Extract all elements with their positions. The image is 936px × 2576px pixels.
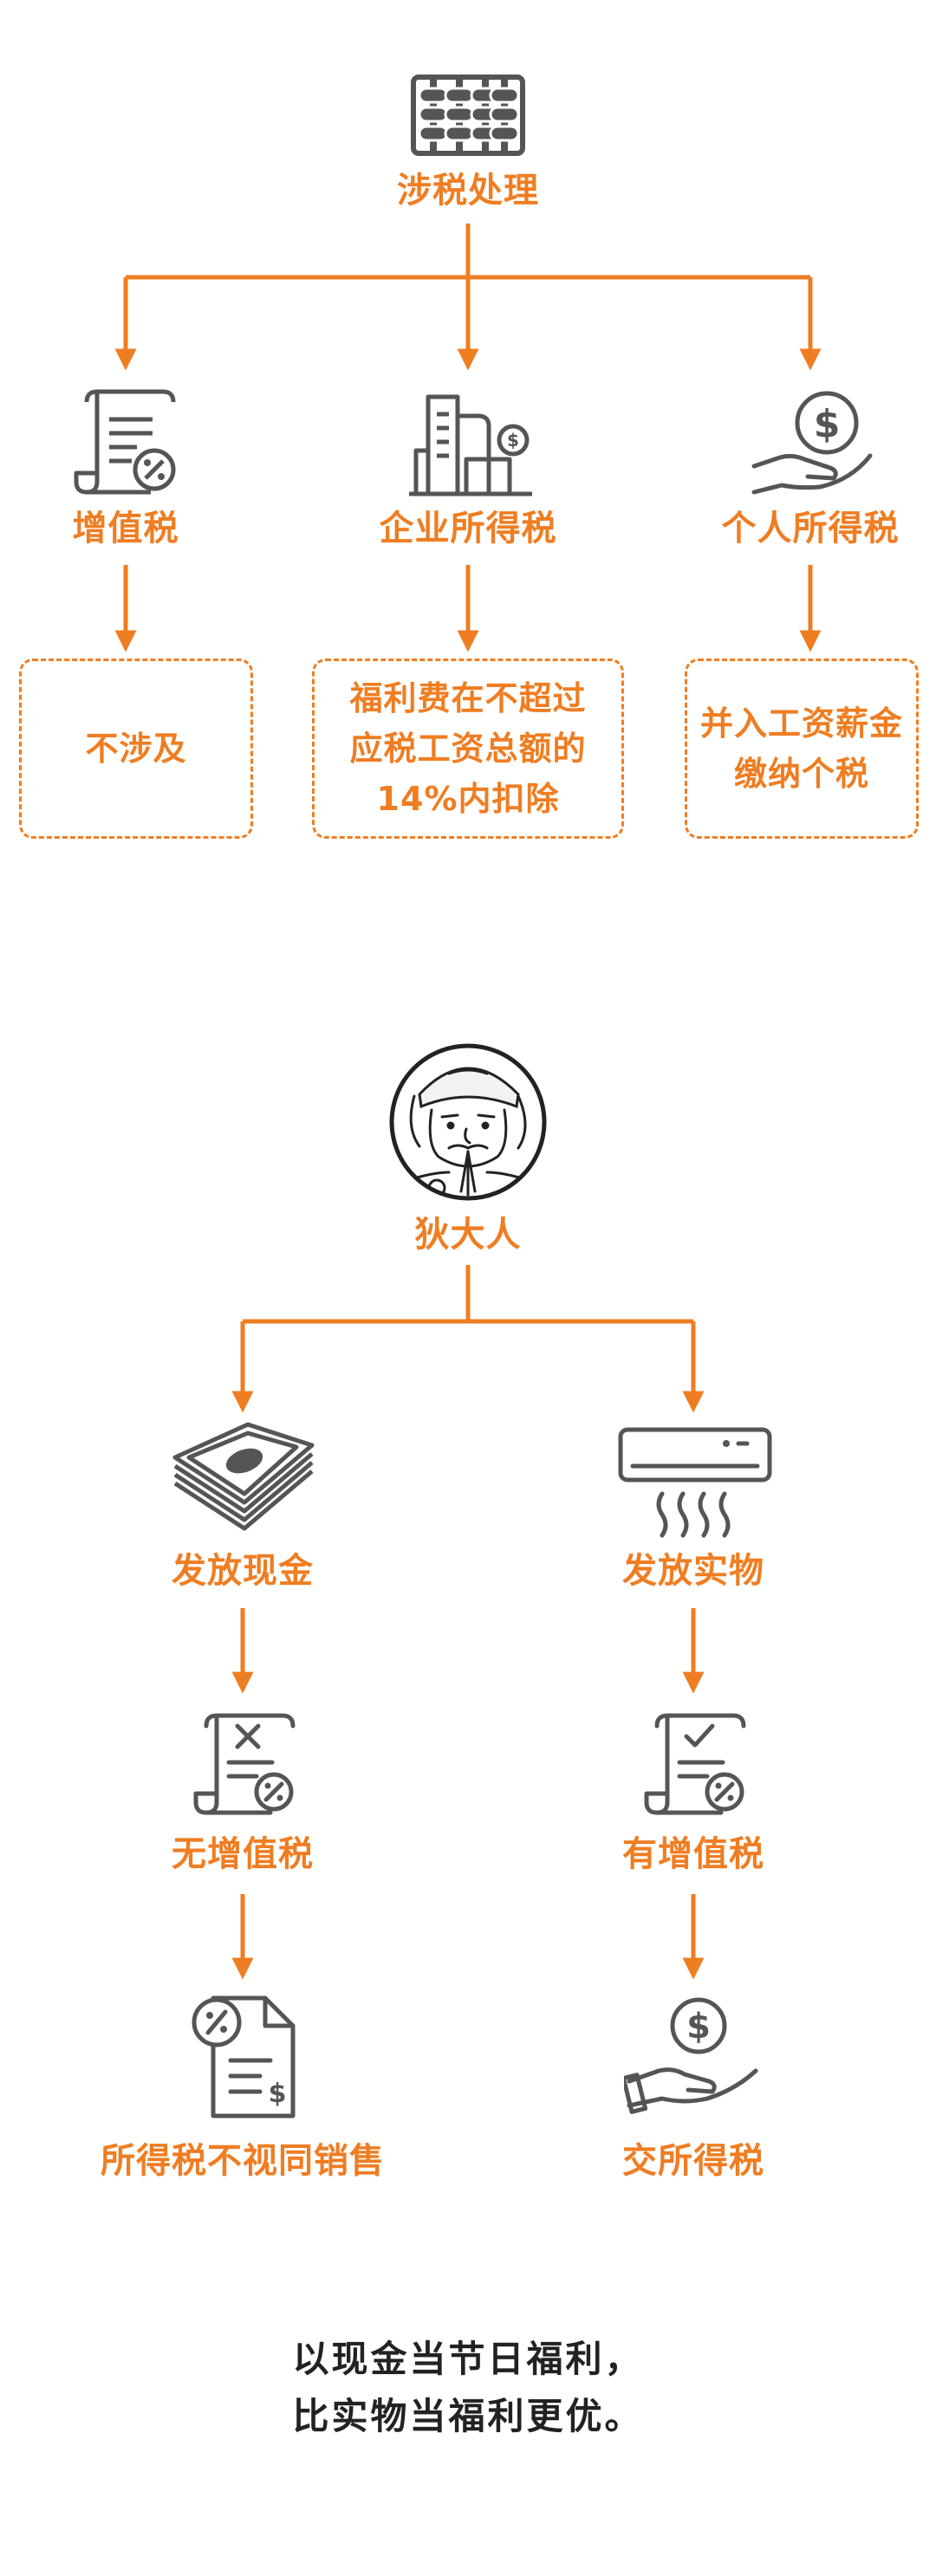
note-text-iit-line-2: 缴纳个税: [733, 755, 869, 793]
svg-text:$: $: [269, 2079, 287, 2109]
svg-text:$: $: [814, 402, 841, 446]
no-vat-receipt-icon: [193, 1713, 296, 1815]
conclusion-line-1: 以现金当节日福利，: [292, 2338, 644, 2380]
cash-stack-icon: [172, 1422, 315, 1531]
branch-label-iit: 个人所得税: [721, 509, 900, 548]
hand-coin-icon: $: [751, 391, 873, 495]
root-label-tax-handling: 涉税处理: [397, 171, 539, 211]
step-label-no-vat: 无增值税: [172, 1834, 314, 1874]
branch-label-cit: 企业所得税: [379, 509, 557, 548]
note-text-cit-line-3: 14%内扣除: [376, 780, 560, 818]
note-text-vat: 不涉及: [85, 730, 187, 768]
note-text-iit: 并入工资薪金 缴纳个税: [700, 698, 903, 799]
conclusion-line-2: 比实物当福利更优。: [292, 2395, 644, 2437]
svg-text:$: $: [507, 430, 519, 451]
paying-hand-icon: $: [624, 1997, 758, 2114]
note-box-cit: 福利费在不超过 应税工资总额的 14%内扣除: [312, 659, 624, 839]
svg-text:$: $: [686, 2007, 711, 2047]
conclusion-text: 以现金当节日福利， 比实物当福利更优。: [0, 2331, 936, 2445]
branch-label-cash: 发放现金: [172, 1551, 314, 1591]
step-label-no-sales: 所得税不视同销售: [101, 2141, 385, 2181]
air-conditioner-icon: [618, 1427, 772, 1538]
note-box-iit: 并入工资薪金 缴纳个税: [685, 659, 919, 839]
note-text-iit-line-1: 并入工资薪金: [699, 704, 903, 743]
step-label-pay-income-tax: 交所得税: [622, 2141, 764, 2181]
root-label-judge: 狄大人: [414, 1215, 522, 1255]
judge-portrait-avatar: [389, 1043, 547, 1201]
note-text-cit-line-1: 福利费在不超过: [349, 679, 587, 717]
vat-check-receipt-icon: [644, 1713, 746, 1815]
step-label-has-vat: 有增值税: [622, 1834, 764, 1874]
buildings-icon: $: [409, 394, 532, 496]
note-text-cit: 福利费在不超过 应税工资总额的 14%内扣除: [349, 673, 586, 824]
tax-receipt-icon: [74, 389, 176, 495]
branch-label-goods: 发放实物: [622, 1551, 764, 1591]
abacus-icon: [411, 75, 525, 156]
note-box-vat: 不涉及: [19, 659, 253, 839]
branch-label-vat: 增值税: [72, 509, 179, 548]
percent-document-icon: $: [192, 1995, 296, 2119]
note-text-cit-line-2: 应税工资总额的: [349, 730, 587, 768]
